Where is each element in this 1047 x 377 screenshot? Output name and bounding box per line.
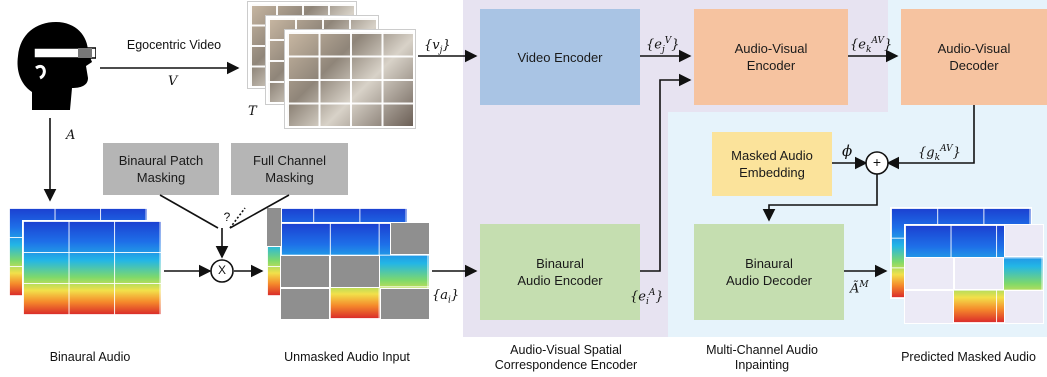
video-symbol: V (168, 74, 178, 89)
audio-visual-decoder-box: Audio-Visual Decoder (901, 9, 1047, 105)
arrow-audio-encoder-to-av-encoder (640, 73, 692, 272)
video-frame-front (285, 30, 415, 128)
predicted-patch (1004, 224, 1044, 257)
video-tokens-label: {vj} (424, 38, 451, 56)
caption-binaural-audio: Binaural Audio (49, 350, 131, 364)
decoded-embed-label: {gkAV} (918, 144, 961, 163)
predicted-patch (904, 290, 954, 324)
masked-patch (380, 288, 430, 320)
caption-multi-channel-inpainting: Multi-Channel Audio Inpainting (706, 343, 818, 372)
masked-patch (280, 288, 330, 320)
audio-symbol: A (66, 128, 76, 143)
egocentric-video-label: Egocentric Video (126, 38, 222, 52)
output-symbol: ÃM (850, 280, 869, 297)
masked-patch (390, 222, 430, 255)
caption-predicted-masked-audio: Predicted Masked Audio (901, 350, 1036, 364)
plus-circle (865, 151, 889, 175)
audio-tokens-label: {ai} (432, 288, 460, 306)
masked-audio-embedding-box: Masked Audio Embedding (712, 132, 832, 196)
binaural-spectrogram-front (22, 220, 162, 316)
full-channel-masking-box: Full Channel Masking (231, 143, 348, 195)
arrow-decoder-to-plus (886, 105, 975, 170)
line-full-masking-to-choice (229, 194, 290, 229)
audio-embed-label: {eiA} (630, 288, 664, 307)
predicted-patch (904, 257, 954, 290)
av-embed-label: {ekAV} (850, 36, 893, 55)
binaural-patch-masking-box: Binaural Patch Masking (103, 143, 219, 195)
masking-choice-symbol: ? (223, 210, 231, 224)
arrow-plus-to-audio-decoder (762, 174, 878, 222)
plus-symbol: + (872, 154, 882, 170)
video-encoder-box: Video Encoder (480, 9, 640, 105)
masked-patch (280, 255, 330, 288)
line-choice-dotted (229, 207, 246, 229)
binaural-audio-encoder-box: Binaural Audio Encoder (480, 224, 640, 320)
masked-patch (266, 207, 282, 247)
predicted-patch (954, 257, 1004, 290)
frames-symbol: T (248, 104, 257, 119)
head-with-glasses-icon (17, 22, 96, 110)
line-patch-masking-to-choice (159, 194, 219, 229)
caption-av-spatial-encoder: Audio-Visual Spatial Correspondence Enco… (494, 343, 638, 372)
combine-symbol: X (217, 263, 226, 277)
phi-label: ϕ (842, 142, 853, 160)
caption-unmasked-input: Unmasked Audio Input (284, 350, 410, 364)
binaural-audio-decoder-box: Binaural Audio Decoder (694, 224, 844, 320)
audio-visual-encoder-box: Audio-Visual Encoder (694, 9, 848, 105)
masked-patch (330, 255, 380, 288)
video-embed-label: {ejV} (646, 36, 680, 55)
combine-circle (210, 259, 234, 283)
predicted-patch (1004, 290, 1044, 324)
